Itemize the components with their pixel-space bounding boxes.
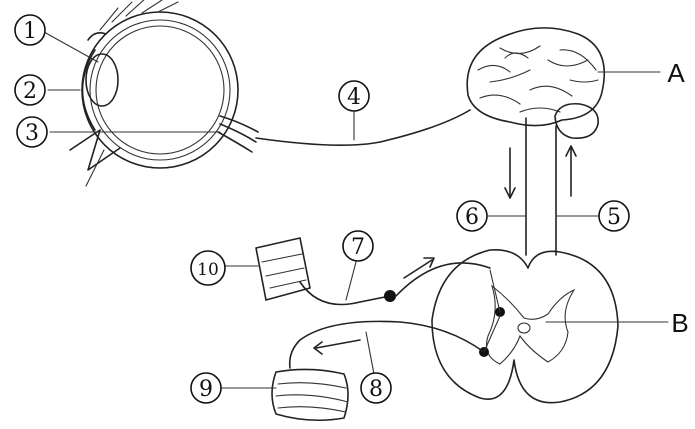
cornea xyxy=(81,49,96,131)
effector-muscle xyxy=(271,368,349,422)
lens xyxy=(85,53,119,107)
label-4: 4 xyxy=(338,80,370,112)
eye-hatching-top xyxy=(99,0,179,31)
receptor-skin xyxy=(255,237,311,301)
optic-pathway-line xyxy=(255,109,471,146)
label-2-text: 2 xyxy=(23,79,37,104)
optic-nerve-1 xyxy=(219,115,259,133)
label-7-text: 7 xyxy=(351,235,365,260)
lower-eyelid xyxy=(69,129,121,171)
label-10: 10 xyxy=(190,250,226,286)
label-9-text: 9 xyxy=(199,377,213,402)
label-4-text: 4 xyxy=(347,85,361,110)
muscle-fibers xyxy=(275,382,349,413)
cerebrum-folds xyxy=(477,45,599,113)
afferent-nerve-b xyxy=(395,262,491,297)
leader-8 xyxy=(365,331,375,375)
label-10-text: 10 xyxy=(197,260,219,280)
motor-arrow-head xyxy=(313,341,323,355)
label-8-text: 8 xyxy=(369,377,383,402)
label-6: 6 xyxy=(456,200,488,232)
central-canal xyxy=(517,322,531,334)
cerebrum-outline xyxy=(466,27,606,127)
brain xyxy=(466,27,606,256)
label-2: 2 xyxy=(14,74,46,106)
spinal-cord xyxy=(431,249,619,404)
efferent-nerve xyxy=(288,320,485,369)
motor-arrow-shaft xyxy=(315,339,361,349)
label-6-text: 6 xyxy=(465,205,479,230)
optic-nerve-2 xyxy=(219,123,257,143)
up-arrow-head xyxy=(565,145,577,157)
connector-fiber xyxy=(483,315,501,353)
down-arrow-head xyxy=(504,187,516,199)
eye xyxy=(69,0,259,187)
label-B: B xyxy=(671,308,688,338)
sensory-arrow-head xyxy=(423,257,435,268)
label-3: 3 xyxy=(16,116,48,148)
upper-eyelid xyxy=(87,32,107,41)
eyeball-outer xyxy=(81,11,239,169)
label-A: A xyxy=(667,58,685,88)
motor-pathway xyxy=(271,320,485,422)
skin-texture xyxy=(261,253,307,289)
grey-matter xyxy=(485,284,576,365)
label-3-text: 3 xyxy=(25,121,39,146)
eyeball-middle xyxy=(89,19,231,161)
afferent-nerve-a xyxy=(299,281,391,306)
eyeball-inner xyxy=(95,25,225,155)
label-5-text: 5 xyxy=(607,205,621,230)
sensory-arrow-shaft xyxy=(403,259,433,279)
optic-nerve-3 xyxy=(217,131,253,153)
label-7: 7 xyxy=(342,230,374,262)
cerebellum xyxy=(554,102,599,140)
leader-7 xyxy=(345,261,357,301)
leader-1 xyxy=(43,31,99,63)
eyelash xyxy=(85,149,105,187)
label-1: 1 xyxy=(14,14,46,46)
dorsal-fiber xyxy=(489,269,501,313)
ganglion-cell xyxy=(384,290,396,302)
spinal-cord-outline xyxy=(431,249,619,404)
label-5: 5 xyxy=(598,200,630,232)
label-9: 9 xyxy=(190,372,222,404)
sensory-pathway xyxy=(255,237,491,306)
label-8: 8 xyxy=(360,372,392,404)
label-1-text: 1 xyxy=(23,19,37,44)
